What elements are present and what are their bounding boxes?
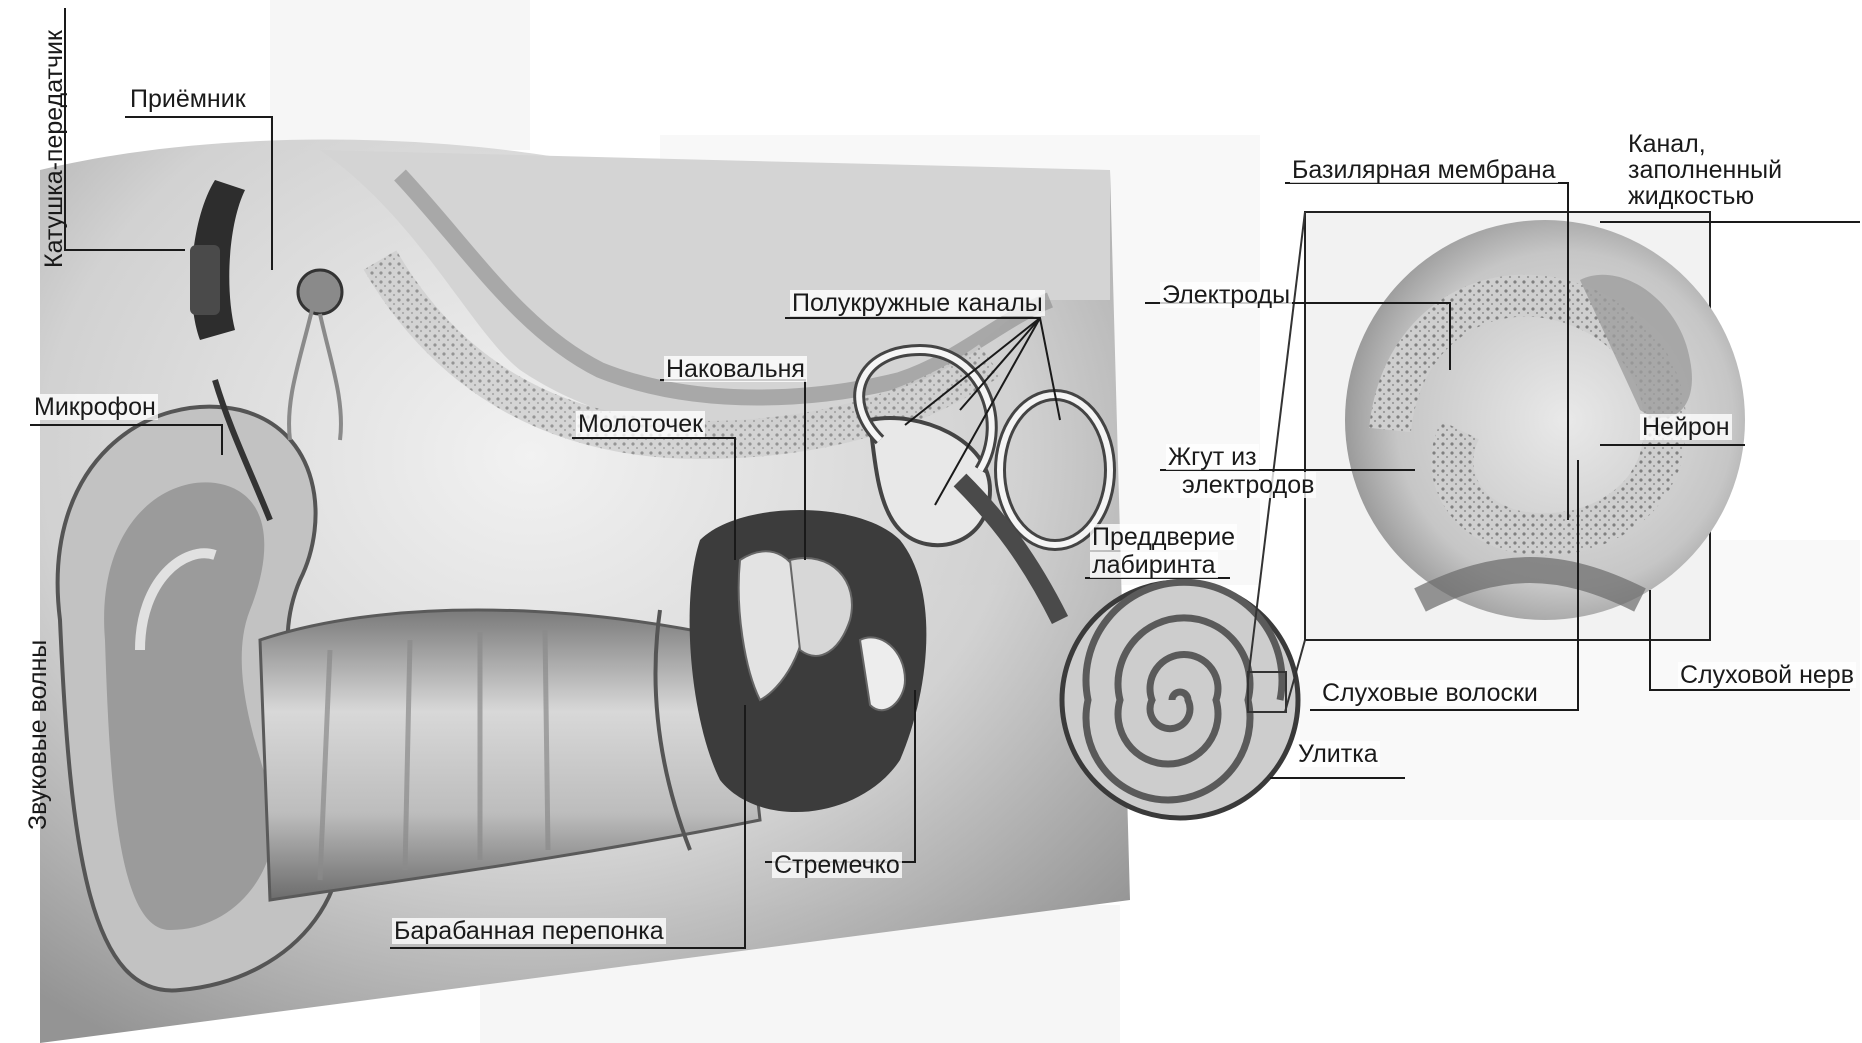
label-semicircular-canals: Полукружные каналы <box>790 290 1045 316</box>
label-electrodes: Электроды <box>1160 282 1292 308</box>
label-neuron: Нейрон <box>1640 414 1732 440</box>
label-malleus: Молоточек <box>576 411 705 437</box>
label-hair-cells: Слуховые волоски <box>1320 680 1540 706</box>
label-incus: Наковальня <box>664 356 807 382</box>
label-basilar-membrane: Базилярная мембрана <box>1290 157 1558 183</box>
label-microphone: Микрофон <box>32 394 158 420</box>
label-fluid-canal-3: жидкостью <box>1626 183 1756 209</box>
label-coil: Катушка-передатчик <box>40 30 69 268</box>
label-vestibule-2: лабиринта <box>1090 552 1218 578</box>
label-stapes: Стремечко <box>772 852 902 878</box>
label-vestibule-1: Преддверие <box>1090 524 1237 550</box>
cochlea-inset <box>1248 212 1745 712</box>
label-cochlea: Улитка <box>1296 741 1380 767</box>
label-electrode-bundle-1: Жгут из <box>1166 444 1259 470</box>
label-electrode-bundle-2: электродов <box>1180 472 1316 498</box>
label-eardrum: Барабанная перепонка <box>392 918 666 944</box>
label-auditory-nerve: Слуховой нерв <box>1678 662 1856 688</box>
label-fluid-canal-2: заполненный <box>1626 157 1784 183</box>
label-receiver: Приёмник <box>128 86 248 112</box>
label-fluid-canal-1: Канал, <box>1626 131 1708 157</box>
label-sound-waves: Звуковые волны <box>24 640 53 830</box>
